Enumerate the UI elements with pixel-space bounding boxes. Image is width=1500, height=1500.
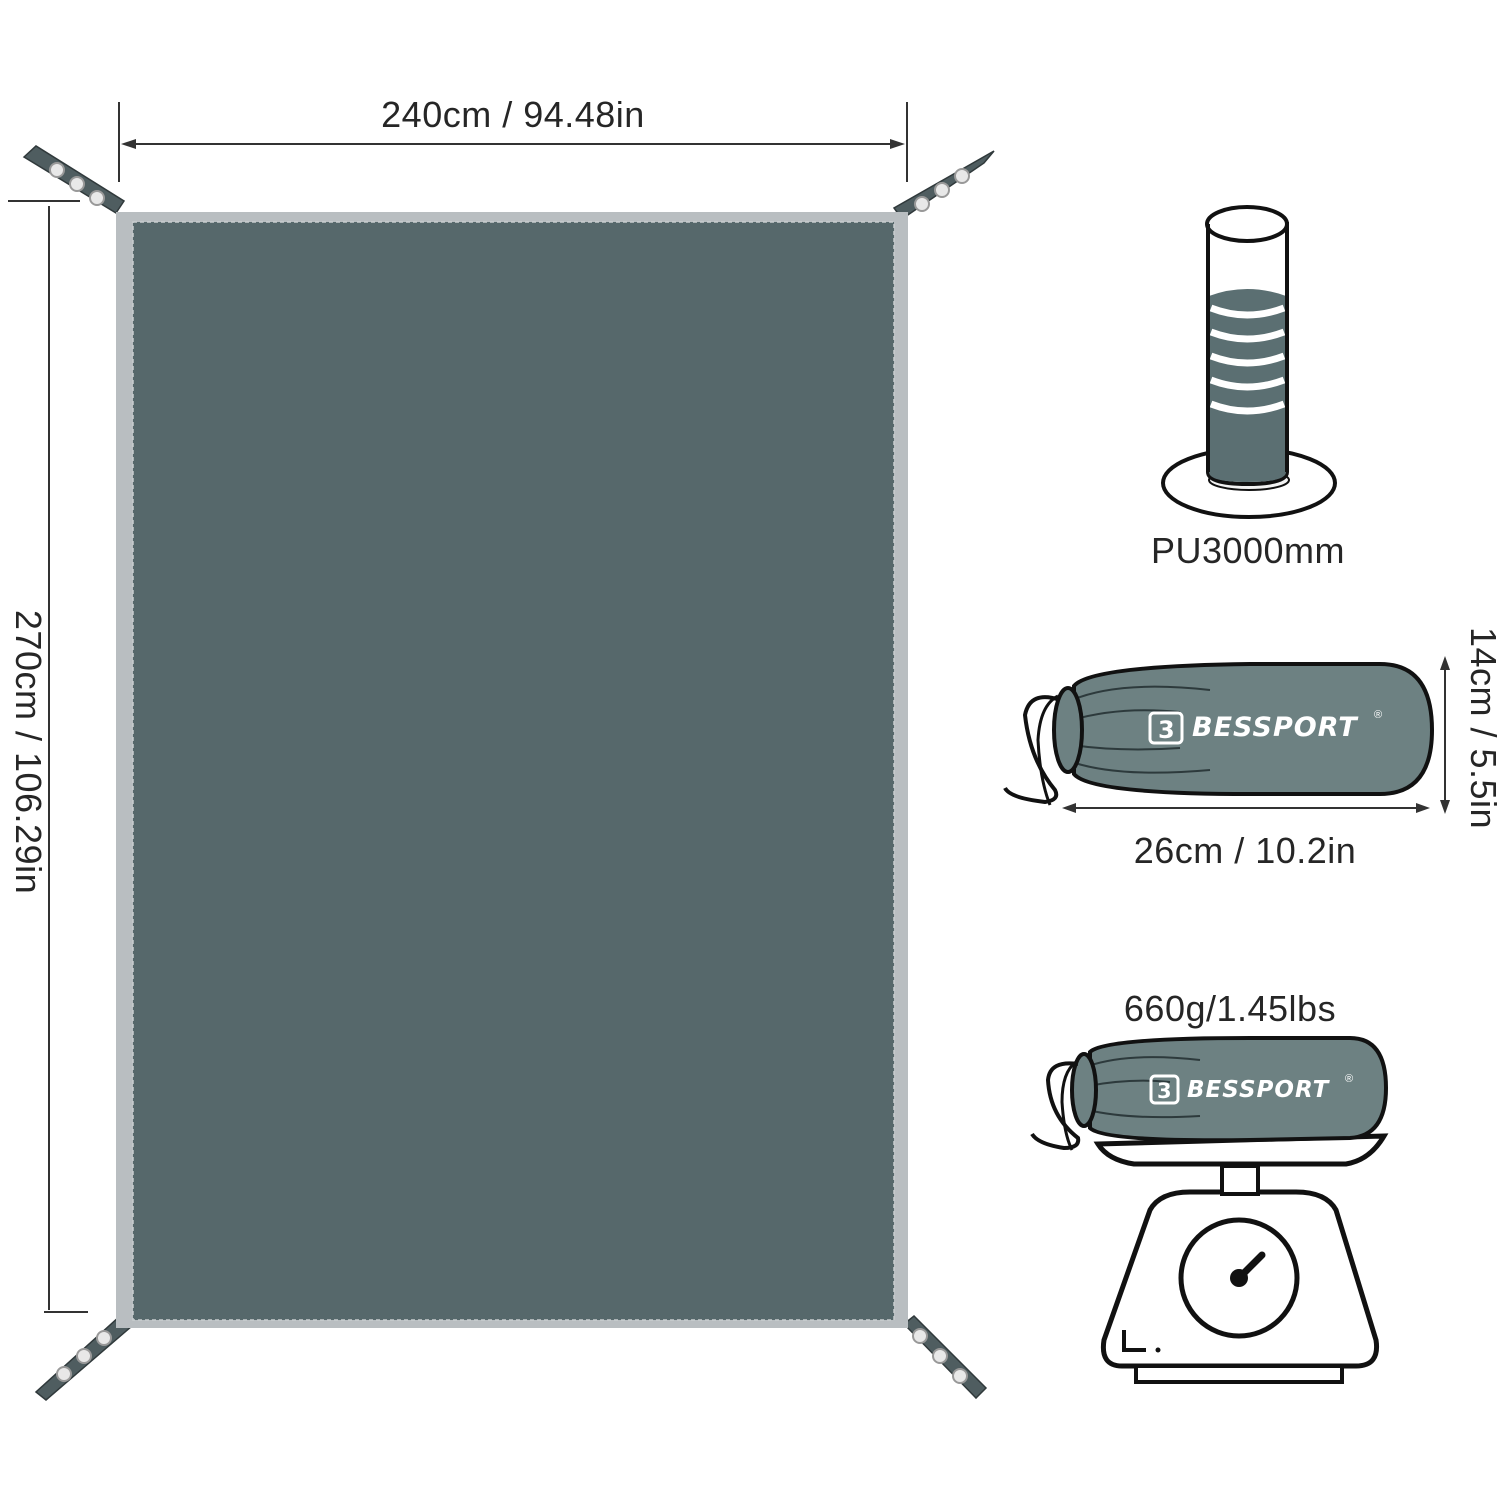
- tarp-width-label: 240cm / 94.48in: [381, 94, 645, 135]
- svg-text:3: 3: [1157, 1079, 1172, 1103]
- corner-strap-top-right: [892, 150, 995, 221]
- svg-text:3: 3: [1158, 716, 1175, 744]
- corner-strap-bottom-left: [34, 1315, 134, 1401]
- tarp-sheet: [116, 212, 908, 1328]
- kitchen-scale-icon: [1093, 1133, 1389, 1384]
- waterproof-rating-label: PU3000mm: [1150, 530, 1346, 571]
- bag-height-dimension-line: [1440, 656, 1450, 814]
- water-column-icon: [1161, 205, 1337, 519]
- width-dimension-line: [118, 102, 908, 182]
- bag-length-dimension-line: [1062, 803, 1430, 813]
- bag-height-label: 14cm / 5.5in: [1463, 626, 1500, 830]
- corner-strap-top-left: [22, 145, 126, 215]
- weighed-bag-icon: 3: [1030, 1036, 1389, 1151]
- weighed-bag-registered-mark: ®: [1345, 1073, 1354, 1085]
- weight-label: 660g/1.45lbs: [1123, 988, 1337, 1029]
- packed-bag-icon: 3: [1003, 662, 1435, 806]
- bag-length-label: 26cm / 10.2in: [1133, 830, 1357, 871]
- bag-registered-mark: ®: [1374, 709, 1383, 721]
- bag-brand-logo-icon: 3: [1148, 711, 1184, 745]
- bag-brand-name: BESSPORT: [1192, 712, 1358, 743]
- height-dimension-line: [8, 200, 88, 1313]
- corner-strap-bottom-right: [902, 1314, 988, 1400]
- tarp-height-label: 270cm / 106.29in: [8, 609, 49, 895]
- weighed-bag-brand-name: BESSPORT: [1187, 1077, 1330, 1103]
- weighed-bag-brand-logo-icon: 3: [1149, 1074, 1180, 1105]
